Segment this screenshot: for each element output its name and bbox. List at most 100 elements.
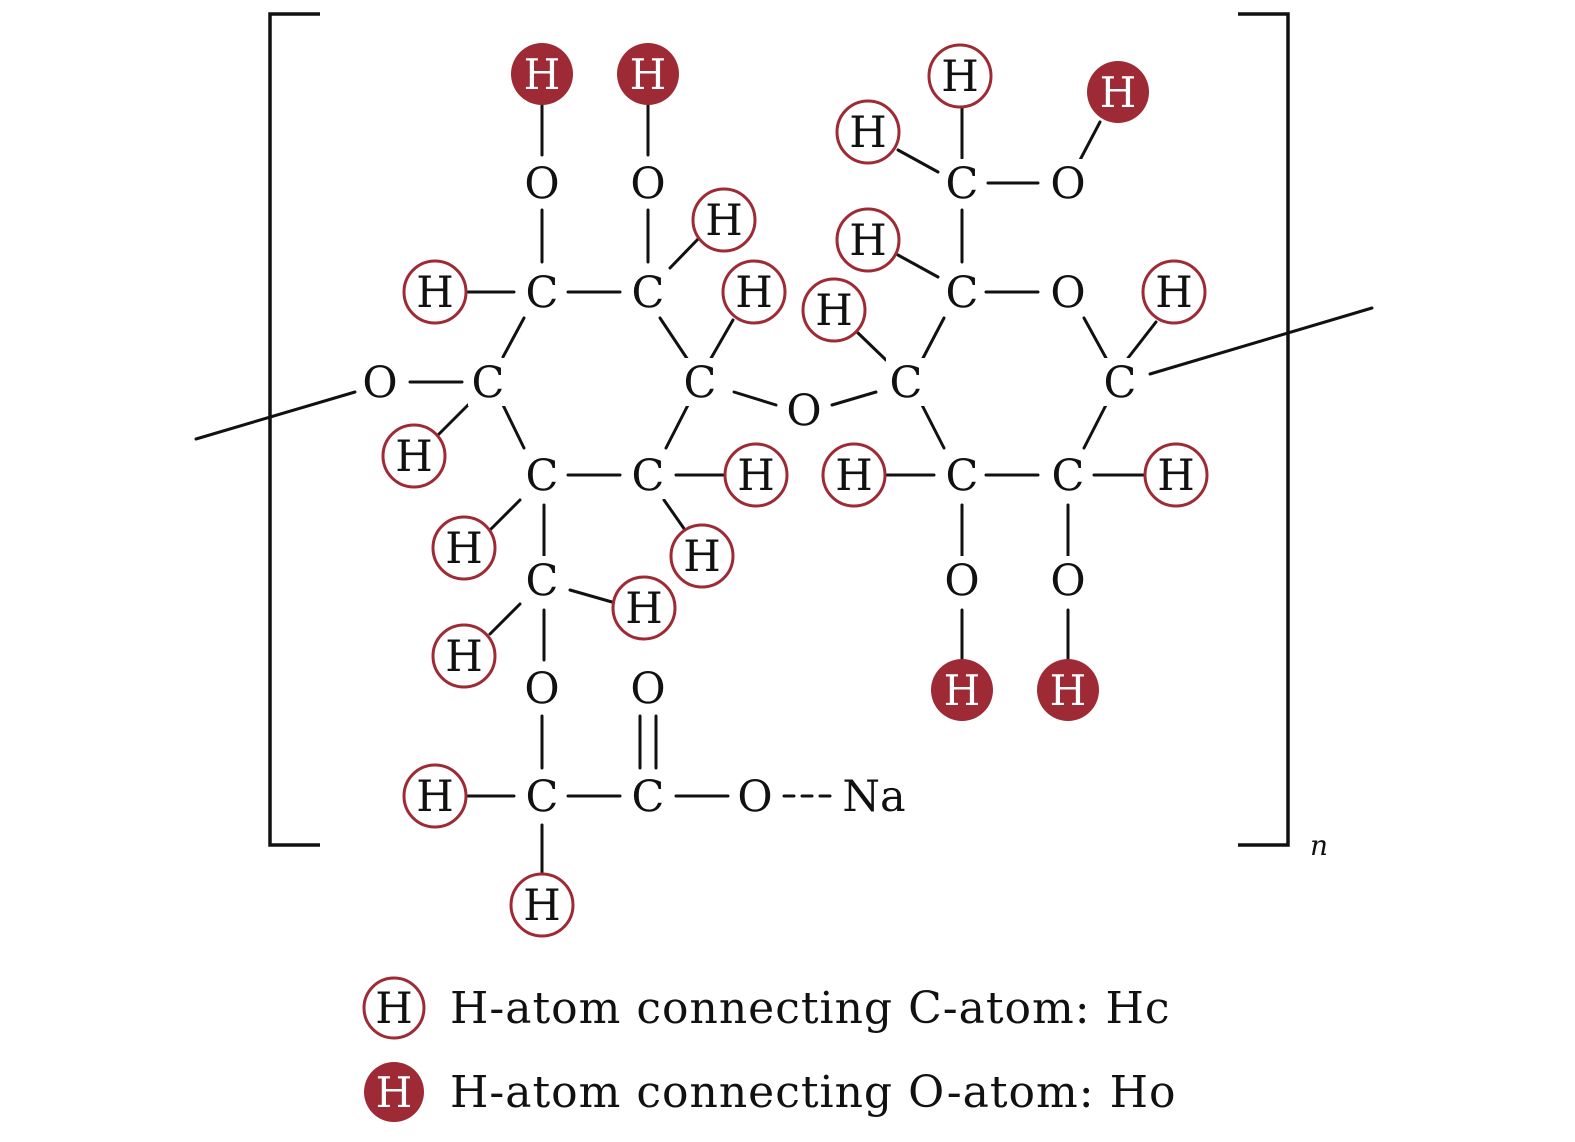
atom-h-c1: H — [381, 423, 447, 489]
hc-outline-circle-icon — [431, 623, 497, 689]
bond — [920, 316, 946, 362]
atom-o2: O — [522, 159, 562, 209]
hc-outline-circle-icon — [669, 523, 735, 589]
atom-backdrop — [784, 386, 824, 434]
atom-label: H — [1100, 68, 1137, 117]
atom-c6: C — [628, 451, 668, 501]
atom-c4: C — [522, 451, 562, 501]
atom-label: O — [1050, 556, 1085, 606]
atom-label: C — [526, 556, 559, 606]
atom-h-ch2-bottom: H — [509, 872, 575, 938]
atom-label: C — [946, 268, 979, 318]
atom-label: H — [683, 532, 721, 582]
atom-label: O — [630, 664, 665, 714]
right-bracket — [1238, 12, 1290, 847]
atom-label: C — [526, 772, 559, 822]
atom-label: H — [1157, 451, 1195, 501]
hc-outline-circle-icon — [1143, 442, 1209, 508]
atom-c4b: C — [1100, 358, 1140, 408]
bond — [920, 403, 946, 450]
atom-h-c6-right: H — [669, 523, 735, 589]
atom-backdrop — [628, 451, 668, 499]
atom-label: H — [815, 286, 853, 336]
bond — [658, 316, 690, 362]
hc-outline-circle-icon — [1141, 259, 1207, 325]
atom-label: O — [1050, 159, 1085, 209]
atom-h-c4b: H — [1141, 259, 1207, 325]
atom-o-carbonyl: O — [628, 664, 668, 714]
legend-symbol: H — [375, 984, 413, 1034]
atom-label: O — [524, 664, 559, 714]
atom-label: O — [944, 556, 979, 606]
hc-outline-circle-icon — [691, 187, 757, 253]
atom-h-c3: H — [691, 187, 757, 253]
hc-outline-circle-icon — [927, 43, 993, 109]
atom-na: Na — [839, 772, 909, 822]
atom-label: C — [946, 451, 979, 501]
hc-outline-circle-icon — [611, 575, 677, 641]
atom-h-o2b: H — [931, 659, 993, 721]
atom-backdrop — [1048, 451, 1088, 499]
atom-c1: C — [468, 358, 508, 408]
ho-filled-circle-icon — [617, 43, 679, 105]
ho-filled-circle-icon — [1087, 61, 1149, 123]
ho-filled-circle-icon — [364, 1062, 424, 1122]
atom-o6b: O — [1048, 159, 1088, 209]
atom-o3: O — [628, 159, 668, 209]
legend-item-hc: H H-atom connecting C-atom: Hc — [362, 976, 1170, 1040]
atom-label: H — [445, 524, 483, 574]
ho-filled-circle-icon — [1037, 659, 1099, 721]
atom-backdrop — [522, 664, 562, 712]
legend-label: H-atom connecting O-atom: Ho — [450, 1067, 1176, 1118]
atom-backdrop — [942, 556, 982, 604]
atom-label: C — [1052, 451, 1085, 501]
atom-backdrop — [628, 664, 668, 712]
atom-c-ch2: C — [522, 772, 562, 822]
hc-outline-circle-icon — [431, 515, 497, 581]
hc-outline-circle-icon — [402, 259, 468, 325]
atom-h-c1b: H — [801, 277, 867, 343]
atom-c1b: C — [886, 358, 926, 408]
atom-h-c6b-a: H — [611, 575, 677, 641]
chain-bond-left — [194, 390, 357, 441]
ho-filled-circle-icon — [931, 659, 993, 721]
left-bracket — [268, 12, 320, 847]
atom-c5b: C — [942, 268, 982, 318]
atom-label: H — [849, 216, 887, 266]
atom-label: H — [416, 772, 454, 822]
repeat-subscript: n — [1310, 829, 1328, 862]
bond — [1078, 120, 1102, 162]
bond — [662, 498, 687, 532]
legend-symbol: H — [376, 1068, 413, 1117]
hc-outline-circle-icon — [835, 99, 901, 165]
atom-o-carboxyl: O — [735, 772, 775, 822]
hc-outline-circle-icon — [835, 207, 901, 273]
atom-backdrop — [628, 159, 668, 207]
atom-backdrop — [628, 268, 668, 316]
atom-backdrop — [942, 268, 982, 316]
atom-label: O — [362, 358, 397, 408]
atom-label: H — [705, 196, 743, 246]
bond — [668, 235, 702, 270]
atom-label: C — [632, 772, 665, 822]
atom-backdrop — [1048, 556, 1088, 604]
atom-label: C — [632, 268, 665, 318]
atom-backdrop — [839, 772, 909, 820]
atom-backdrop — [886, 358, 926, 406]
atom-label: H — [737, 451, 775, 501]
atom-label: H — [416, 268, 454, 318]
atom-backdrop — [522, 772, 562, 820]
atom-label: H — [735, 268, 773, 318]
atom-o-ring: O — [1048, 268, 1088, 318]
bond — [830, 390, 878, 407]
atom-backdrop — [942, 159, 982, 207]
bond — [708, 318, 735, 362]
bond — [1082, 403, 1108, 450]
atom-o-link-left: O — [360, 358, 400, 408]
atom-label: H — [625, 584, 663, 634]
atom-label: H — [1155, 268, 1193, 318]
atom-c6c: C — [942, 159, 982, 209]
hc-outline-circle-icon — [381, 423, 447, 489]
bond — [1126, 320, 1158, 360]
